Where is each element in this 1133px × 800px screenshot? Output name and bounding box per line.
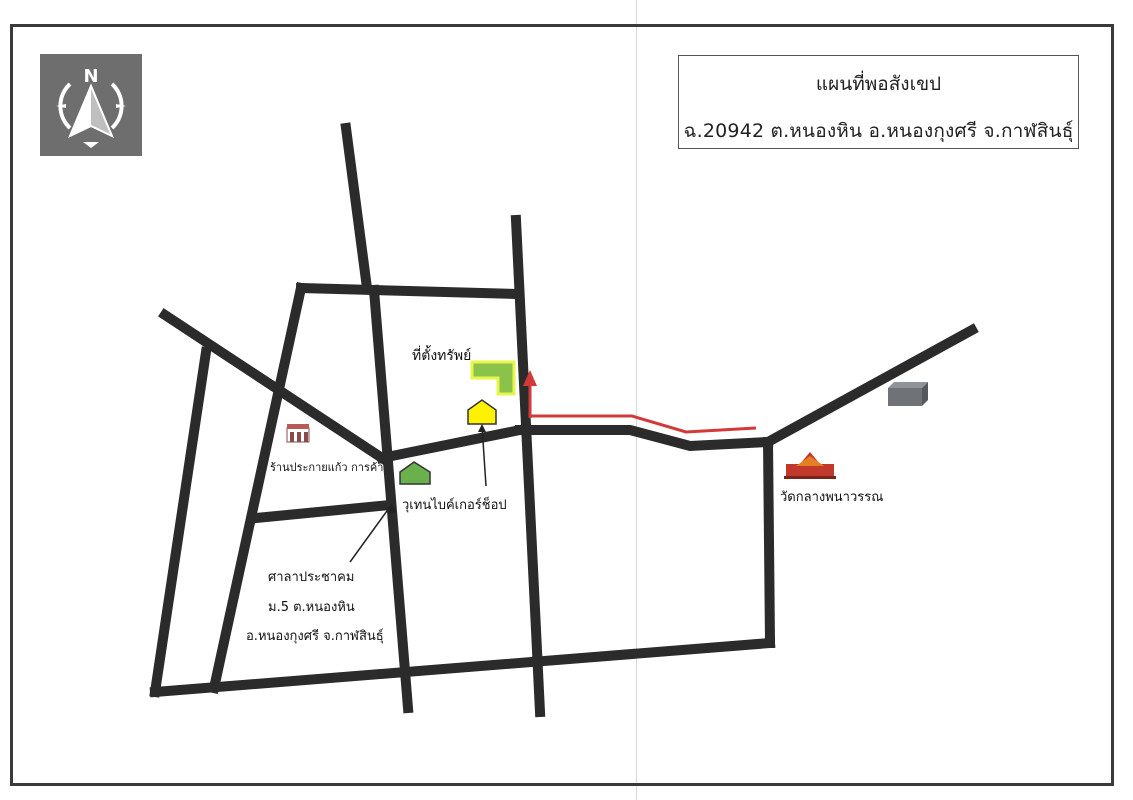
shop-label: ร้านประกายแก้ว การค้า <box>270 461 384 474</box>
temple-icon <box>784 452 836 479</box>
road-top-horizontal <box>295 282 522 300</box>
map-title: แผนที่พอสังเขป <box>815 73 942 95</box>
bike-shop-label: วุเทนไบค์เกอร์ช็อป <box>402 498 507 513</box>
road-northwest-diagonal <box>158 308 389 465</box>
page-fold-line <box>636 0 637 800</box>
road-northeast <box>761 323 979 449</box>
map-frame <box>10 24 1114 786</box>
hall-label-line1: ศาลาประชาคม <box>268 570 355 585</box>
temple-label: วัดกลางพนาวรรณ <box>780 490 884 505</box>
road-left-diagonal <box>208 282 307 694</box>
road-center <box>376 424 526 464</box>
bike-shop-marker-icon <box>467 399 497 425</box>
community-hall-marker-icon <box>399 461 431 485</box>
property-parcel <box>470 360 516 396</box>
hall-pointer-icon <box>388 504 396 514</box>
title-box: แผนที่พอสังเขป ฉ.20942 ต.หนองหิน อ.หนองก… <box>678 55 1079 149</box>
hall-label-line2: ม.5 ต.หนองหิน <box>268 600 355 615</box>
bike-shop-pointer-icon <box>478 424 486 432</box>
road-far-left <box>149 346 212 698</box>
compass-letter: N <box>83 66 98 87</box>
route-arrow-icon <box>523 370 537 386</box>
road-bottom <box>149 637 776 698</box>
building-icon <box>888 382 928 406</box>
hall-label-line3: อ.หนองกุงศรี จ.กาฬสินธุ์ <box>246 629 384 644</box>
road-north-vertical <box>340 122 373 294</box>
compass-rose: N <box>40 54 142 156</box>
roads <box>149 122 979 718</box>
map-subtitle: ฉ.20942 ต.หนองหิน อ.หนองกุงศรี จ.กาฬสินธ… <box>683 120 1074 142</box>
road-east-vertical <box>762 436 776 649</box>
road-lower-connector <box>250 499 396 524</box>
road-right-vertical <box>510 214 546 718</box>
road-middle-vertical <box>368 284 414 714</box>
road-east <box>515 425 774 452</box>
north-arrow-icon: N <box>56 66 126 148</box>
property-label: ที่ตั้งทรัพย์ <box>412 348 472 364</box>
shop-icon <box>286 424 310 443</box>
